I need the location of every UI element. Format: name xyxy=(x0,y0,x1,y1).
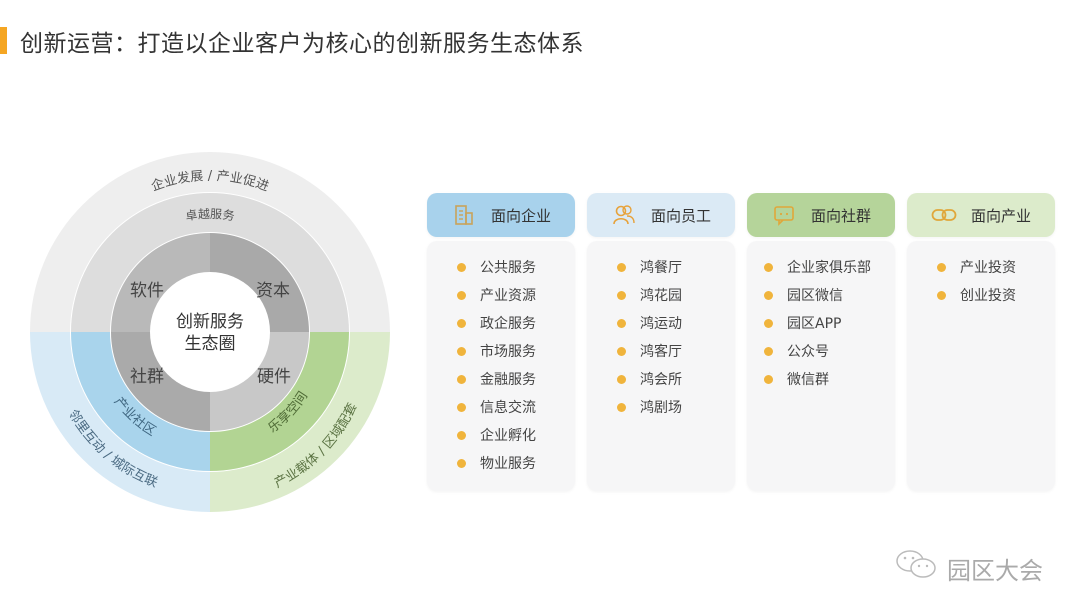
column-list: 公共服务 产业资源 政企服务 市场服务 金融服务 信息交流 企业孵化 物业服务 xyxy=(427,241,575,491)
center-label-line1: 创新服务 xyxy=(176,312,244,332)
watermark: 园区大会 xyxy=(895,548,1043,588)
list-item: 鸿会所 xyxy=(617,365,735,393)
column-enterprise: 面向企业 公共服务 产业资源 政企服务 市场服务 金融服务 信息交流 企业孵化 … xyxy=(427,193,575,491)
watermark-text: 园区大会 xyxy=(947,556,1043,585)
list-item: 物业服务 xyxy=(457,449,575,477)
center-circle xyxy=(150,272,270,392)
column-list: 企业家俱乐部 园区微信 园区APP 公众号 微信群 xyxy=(747,241,895,491)
list-item: 鸿餐厅 xyxy=(617,253,735,281)
column-header-employees[interactable]: 面向员工 xyxy=(587,193,735,237)
bullet-dot xyxy=(617,402,626,412)
wechat-icon xyxy=(895,548,939,588)
column-title: 面向企业 xyxy=(490,206,551,225)
column-list: 产业投资 创业投资 xyxy=(907,241,1055,491)
bullet-dot xyxy=(764,346,773,356)
list-item: 企业孵化 xyxy=(457,421,575,449)
list-item: 创业投资 xyxy=(937,281,1055,309)
column-industry: 面向产业 产业投资 创业投资 xyxy=(907,193,1055,491)
list-item: 信息交流 xyxy=(457,393,575,421)
bullet-dot xyxy=(457,262,466,272)
list-item: 鸿客厅 xyxy=(617,337,735,365)
bullet-dot xyxy=(764,262,773,272)
building-icon xyxy=(451,204,477,226)
list-item: 金融服务 xyxy=(457,365,575,393)
list-item: 公众号 xyxy=(764,337,895,365)
quadrant-software-label: 软件 xyxy=(130,281,164,301)
title-accent-bar xyxy=(0,27,7,54)
column-employees: 面向员工 鸿餐厅 鸿花园 鸿运动 鸿客厅 鸿会所 鸿剧场 xyxy=(587,193,735,491)
quadrant-community-label: 社群 xyxy=(130,367,164,387)
column-title: 面向员工 xyxy=(650,206,711,225)
quadrant-hardware-label: 硬件 xyxy=(257,367,291,387)
column-title: 面向社群 xyxy=(810,206,871,225)
column-header-community[interactable]: 面向社群 xyxy=(747,193,895,237)
bullet-dot xyxy=(457,318,466,328)
bullet-dot xyxy=(764,374,773,384)
list-item: 产业资源 xyxy=(457,281,575,309)
bullet-dot xyxy=(457,346,466,356)
column-list: 鸿餐厅 鸿花园 鸿运动 鸿客厅 鸿会所 鸿剧场 xyxy=(587,241,735,491)
list-item: 公共服务 xyxy=(457,253,575,281)
list-item: 企业家俱乐部 xyxy=(764,253,895,281)
list-item: 政企服务 xyxy=(457,309,575,337)
bullet-dot xyxy=(457,430,466,440)
page-title: 创新运营：打造以企业客户为核心的创新服务生态体系 xyxy=(20,31,584,57)
bullet-dot xyxy=(764,290,773,300)
bullet-dot xyxy=(617,374,626,384)
column-header-industry[interactable]: 面向产业 xyxy=(907,193,1055,237)
link-icon xyxy=(931,204,957,226)
ecosystem-diagram: 企业发展 / 产业促进 卓越服务 邻里互动 / 城际互联 产业社区 产业载体 /… xyxy=(30,152,390,512)
bullet-dot xyxy=(457,402,466,412)
bullet-dot xyxy=(617,346,626,356)
list-item: 鸿剧场 xyxy=(617,393,735,421)
bullet-dot xyxy=(937,262,946,272)
column-header-enterprise[interactable]: 面向企业 xyxy=(427,193,575,237)
list-item: 微信群 xyxy=(764,365,895,393)
bullet-dot xyxy=(937,290,946,300)
center-label-line2: 生态圈 xyxy=(185,334,236,354)
list-item: 园区微信 xyxy=(764,281,895,309)
bullet-dot xyxy=(457,374,466,384)
list-item: 鸿运动 xyxy=(617,309,735,337)
bullet-dot xyxy=(617,262,626,272)
chat-icon xyxy=(771,204,797,226)
list-item: 园区APP xyxy=(764,309,895,337)
list-item: 产业投资 xyxy=(937,253,1055,281)
people-icon xyxy=(611,204,637,226)
bullet-dot xyxy=(457,458,466,468)
column-community: 面向社群 企业家俱乐部 园区微信 园区APP 公众号 微信群 xyxy=(747,193,895,491)
bullet-dot xyxy=(457,290,466,300)
bullet-dot xyxy=(617,290,626,300)
list-item: 市场服务 xyxy=(457,337,575,365)
bullet-dot xyxy=(764,318,773,328)
quadrant-capital-label: 资本 xyxy=(256,281,290,301)
list-item: 鸿花园 xyxy=(617,281,735,309)
bullet-dot xyxy=(617,318,626,328)
column-title: 面向产业 xyxy=(970,206,1031,225)
